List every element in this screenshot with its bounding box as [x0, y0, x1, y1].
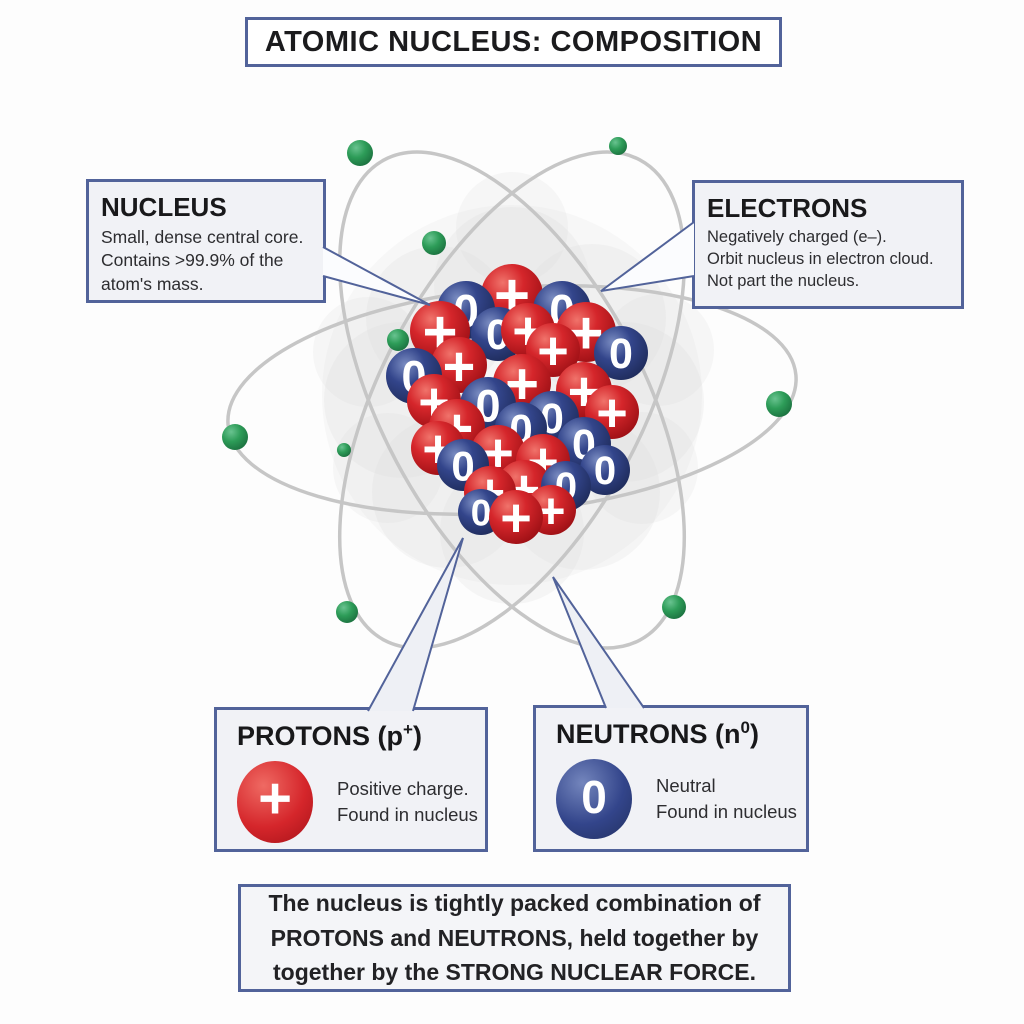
electron-dot [387, 329, 409, 351]
neutron-symbol-icon: 0 [556, 759, 632, 839]
electrons-callout-body: Negatively charged (e–). Orbit nucleus i… [707, 228, 934, 290]
electron-dot [336, 601, 358, 623]
svg-text:0: 0 [594, 449, 616, 493]
electrons-callout-title: ELECTRONS [707, 193, 868, 223]
proton-sphere: + [489, 488, 543, 548]
neutron-sphere: 0 [580, 445, 630, 495]
neutron-sphere: 0 [594, 326, 648, 380]
electron-dot [662, 595, 686, 619]
protons-row: + Positive charge. Found in nucleus [237, 761, 485, 843]
electron-dot [422, 231, 446, 255]
neutrons-title: NEUTRONS (n0) [556, 718, 759, 749]
protons-title: PROTONS (p+) [237, 720, 422, 751]
protons-box: PROTONS (p+) + Positive charge. Found in… [214, 707, 488, 852]
electron-dot [347, 140, 373, 166]
caption-text: The nucleus is tightly packed combinatio… [268, 890, 761, 986]
svg-text:0: 0 [609, 330, 633, 378]
electron-dot [766, 391, 792, 417]
nucleus-callout-title: NUCLEUS [101, 192, 227, 222]
protons-description: Positive charge. Found in nucleus [337, 778, 478, 825]
electron-dot [609, 137, 627, 155]
electron-cloud-blob [456, 172, 568, 284]
electrons-callout: ELECTRONS Negatively charged (e–). Orbit… [692, 180, 964, 309]
electron-dot [337, 443, 351, 457]
proton-symbol-icon: + [237, 761, 313, 843]
caption-box: The nucleus is tightly packed combinatio… [238, 884, 791, 992]
svg-text:0: 0 [471, 493, 492, 534]
nucleus-callout-body: Small, dense central core. Contains >99.… [101, 227, 304, 294]
electron-dot [222, 424, 248, 450]
title-box: ATOMIC NUCLEUS: COMPOSITION [245, 17, 782, 67]
svg-text:+: + [500, 488, 532, 548]
page-title: ATOMIC NUCLEUS: COMPOSITION [264, 25, 763, 58]
nucleus-callout: NUCLEUS Small, dense central core. Conta… [86, 179, 326, 303]
neutrons-box: NEUTRONS (n0) 0 Neutral Found in nucleus [533, 705, 809, 852]
neutrons-row: 0 Neutral Found in nucleus [556, 759, 806, 839]
neutrons-description: Neutral Found in nucleus [656, 775, 797, 822]
